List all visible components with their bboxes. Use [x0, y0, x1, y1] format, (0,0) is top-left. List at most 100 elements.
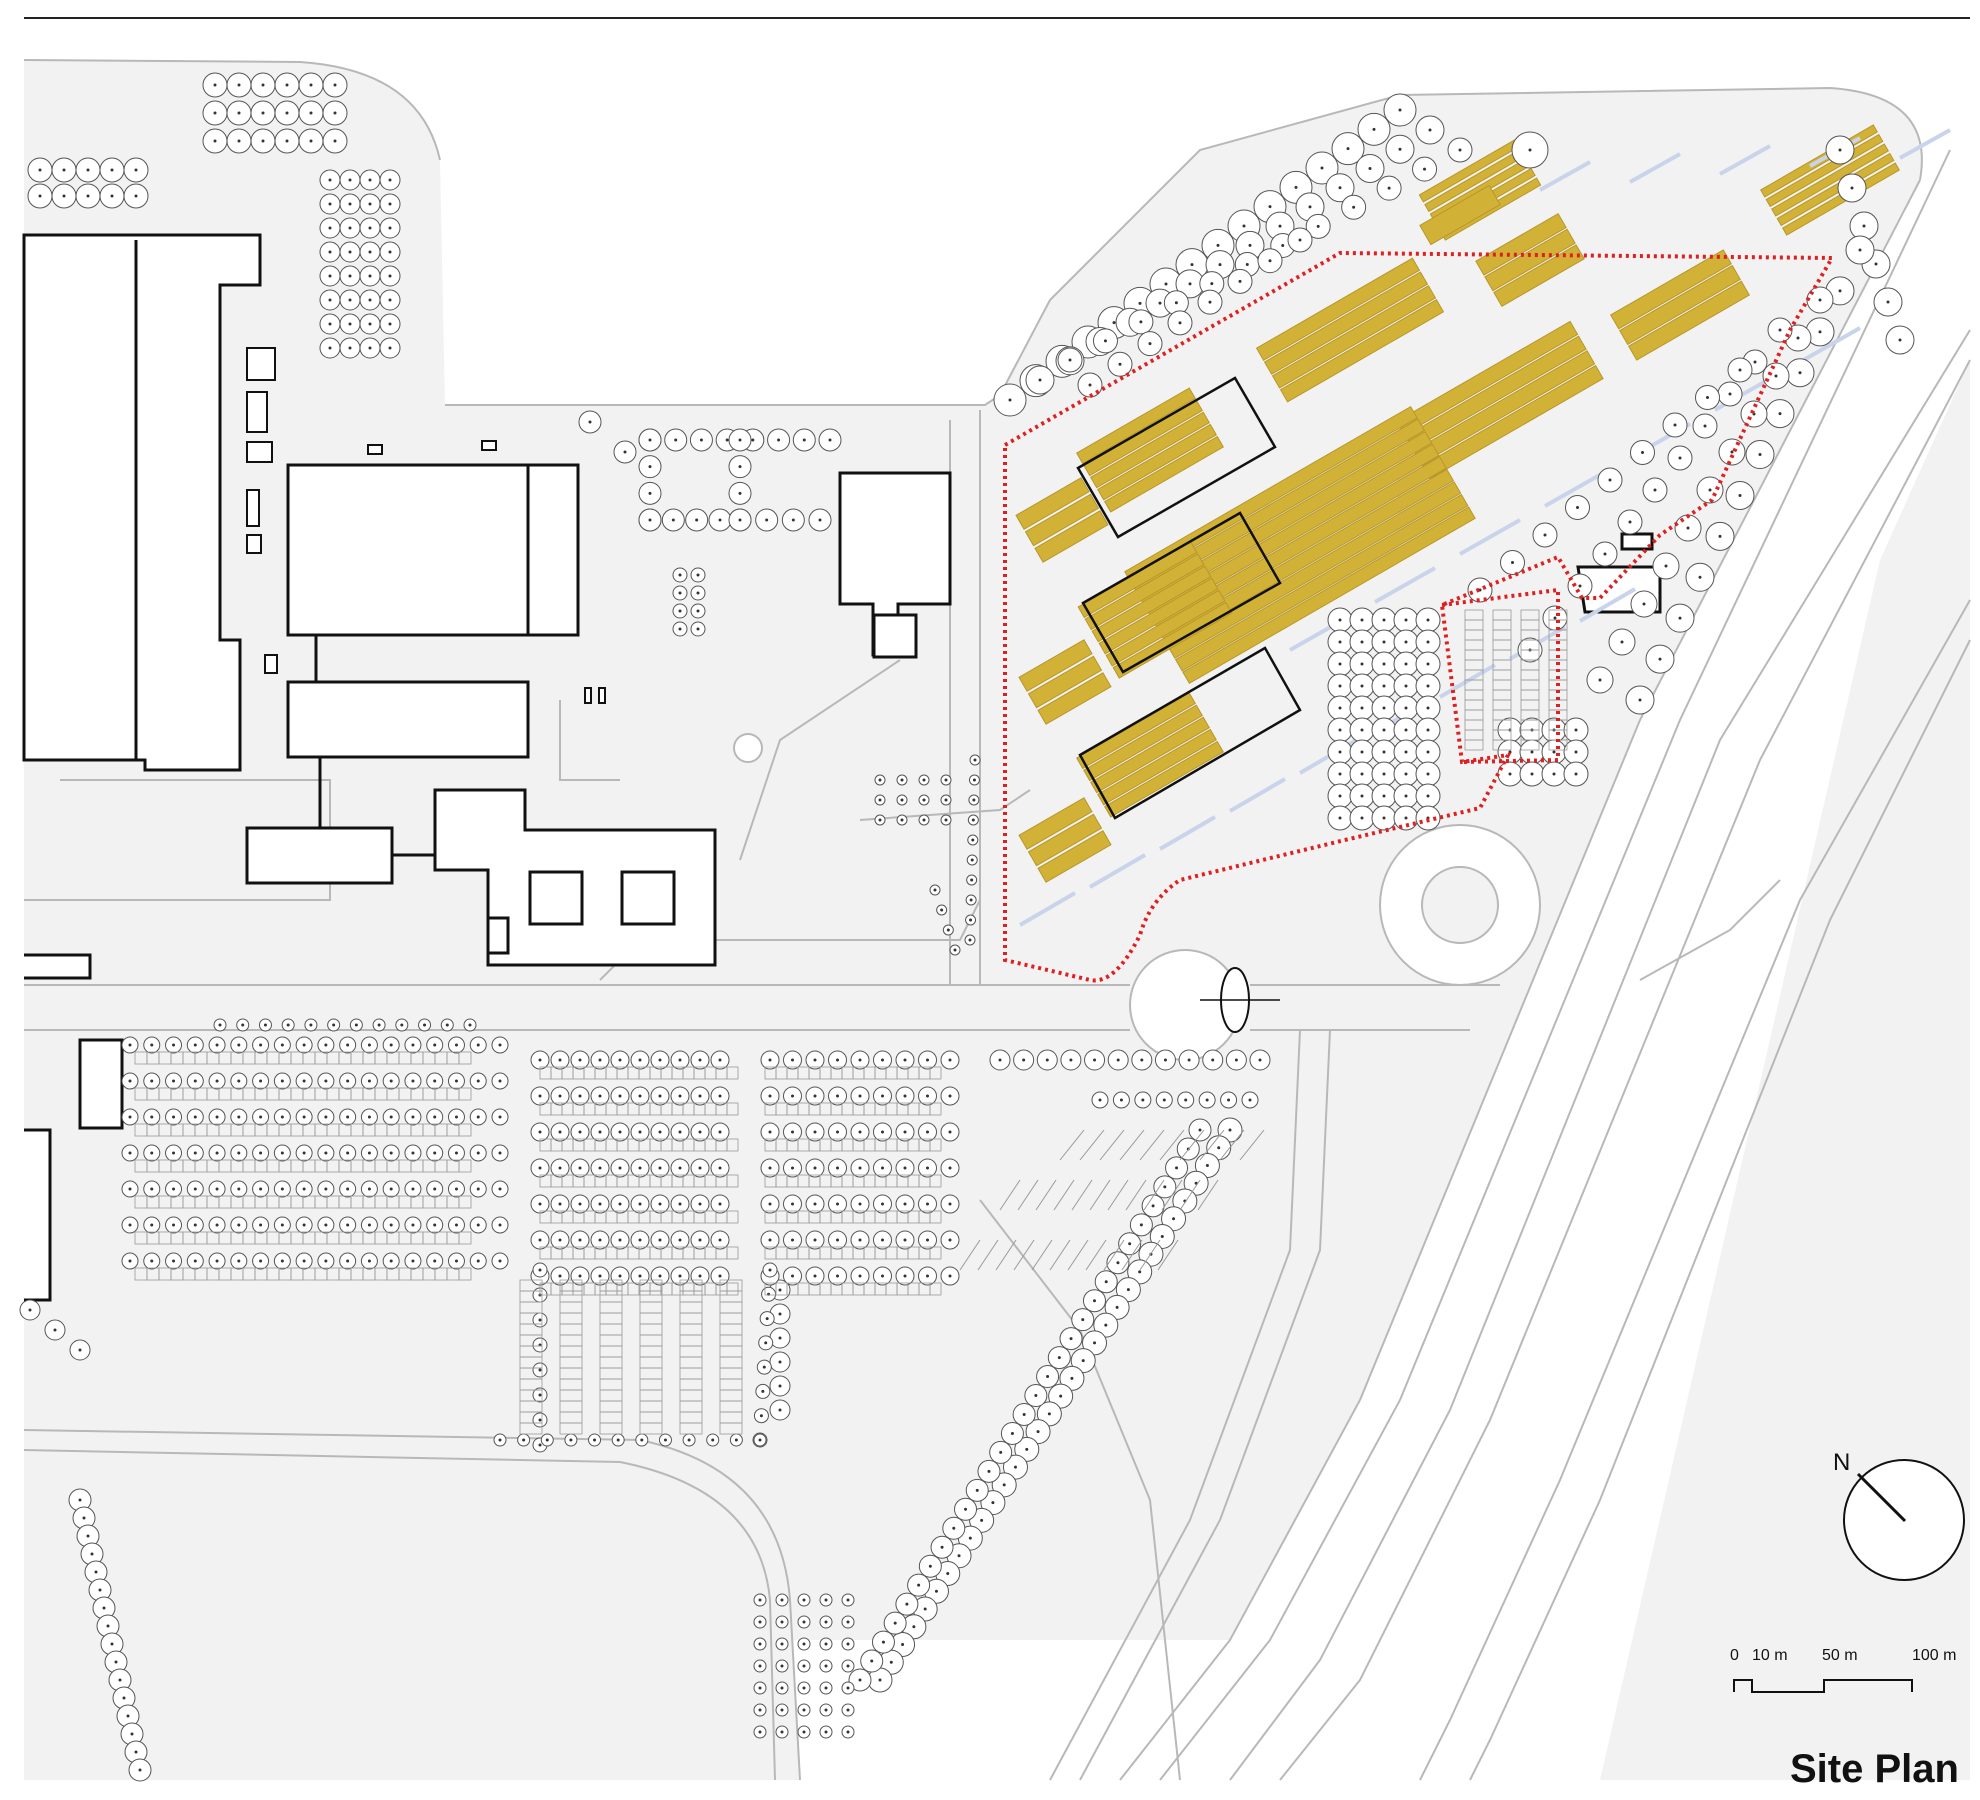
- tree-canopy-icon: [967, 834, 979, 846]
- parking-stall: [719, 1422, 743, 1435]
- tree-canopy-icon: [873, 1266, 892, 1286]
- tree-canopy-icon: [977, 1459, 1001, 1483]
- building-annex: [286, 680, 530, 759]
- tree-trunk: [893, 1621, 897, 1625]
- tree-canopy-icon: [128, 1758, 152, 1782]
- maintenance-path: [1018, 891, 1077, 927]
- tree-canopy-icon: [690, 1158, 710, 1178]
- tree-trunk: [658, 1238, 662, 1242]
- tree-canopy-icon: [208, 1072, 226, 1090]
- tree-trunk: [791, 1238, 794, 1242]
- tree-trunk: [846, 1642, 850, 1646]
- tree-canopy-icon: [769, 1375, 791, 1397]
- tree-canopy-icon: [661, 508, 685, 532]
- tree-trunk: [917, 1583, 921, 1587]
- tree-trunk: [324, 1151, 328, 1155]
- tree-trunk: [1382, 772, 1386, 776]
- tree-trunk: [328, 322, 332, 326]
- tree-canopy-icon: [1630, 590, 1658, 618]
- tree-trunk: [926, 1238, 929, 1242]
- tree-trunk: [903, 1202, 907, 1206]
- tree-trunk: [780, 1730, 784, 1734]
- tree-trunk: [922, 778, 926, 782]
- tree-canopy-icon: [753, 1615, 767, 1629]
- tree-canopy-icon: [339, 1180, 357, 1198]
- tree-trunk: [367, 1151, 371, 1155]
- tree-trunk: [333, 111, 337, 115]
- tree-trunk: [903, 1058, 907, 1062]
- tree-trunk: [846, 1620, 850, 1624]
- tree-canopy-icon: [491, 1252, 509, 1270]
- tree-canopy-icon: [1630, 440, 1655, 465]
- tree-trunk: [1838, 289, 1842, 293]
- tree-trunk: [696, 609, 700, 613]
- tree-canopy-icon: [775, 1703, 789, 1717]
- tree-canopy-icon: [1727, 357, 1753, 383]
- solar-array-outline: [1081, 511, 1282, 674]
- tree-canopy-icon: [630, 1086, 650, 1106]
- tree-canopy-icon: [319, 337, 341, 359]
- solar-panel-row: [1018, 639, 1093, 692]
- tree-canopy-icon: [1241, 1091, 1259, 1109]
- tree-trunk: [86, 194, 90, 198]
- tree-canopy-icon: [635, 1433, 649, 1447]
- tree-trunk: [348, 202, 352, 206]
- tree-trunk: [1228, 1128, 1232, 1132]
- tree-trunk: [411, 1079, 415, 1083]
- tree-trunk: [598, 1130, 602, 1134]
- tree-canopy-icon: [382, 1144, 400, 1162]
- tree-trunk: [348, 322, 352, 326]
- tree-trunk: [678, 1202, 682, 1206]
- scale-label-10m: 10 m: [1752, 1647, 1788, 1664]
- tree-canopy-icon: [1325, 173, 1355, 203]
- tree-trunk: [1338, 794, 1342, 798]
- tree-trunk: [1116, 1261, 1120, 1265]
- tree-canopy-icon: [530, 1086, 550, 1106]
- tree-trunk: [558, 1238, 562, 1242]
- tree-canopy-icon: [208, 1180, 226, 1198]
- tree-trunk: [926, 1130, 929, 1134]
- tree-trunk: [758, 1730, 762, 1734]
- tree-canopy-icon: [611, 1433, 625, 1447]
- tree-trunk: [1128, 1242, 1132, 1246]
- tree-trunk: [1398, 108, 1402, 112]
- tree-canopy-icon: [896, 814, 908, 826]
- tree-canopy-icon: [69, 1339, 91, 1361]
- tree-trunk: [678, 1274, 682, 1278]
- tree-trunk: [824, 1664, 828, 1668]
- tree-trunk: [538, 1443, 542, 1447]
- tree-canopy-icon: [630, 1194, 650, 1214]
- tree-trunk: [671, 518, 675, 522]
- tree-canopy-icon: [907, 1573, 931, 1597]
- tree-canopy-icon: [1497, 761, 1523, 787]
- tree-canopy-icon: [1178, 1049, 1200, 1071]
- tree-trunk: [1798, 371, 1802, 375]
- tree-canopy-icon: [469, 1252, 487, 1270]
- solar-panel-row: [1076, 387, 1196, 465]
- tree-trunk: [368, 346, 372, 350]
- maintenance-path: [1544, 470, 1606, 508]
- tree-canopy-icon: [317, 1216, 335, 1234]
- tree-canopy-icon: [121, 1036, 139, 1054]
- tree-trunk: [215, 1187, 219, 1191]
- tree-canopy-icon: [1393, 739, 1419, 765]
- tree-canopy-icon: [1059, 1365, 1085, 1391]
- tree-canopy-icon: [670, 1266, 690, 1286]
- tree-canopy-icon: [359, 289, 381, 311]
- tree-trunk: [698, 1166, 702, 1170]
- tree-trunk: [213, 111, 217, 115]
- tree-canopy-icon: [1092, 328, 1118, 354]
- tree-canopy-icon: [298, 128, 324, 154]
- scale-label-100m: 100 m: [1912, 1647, 1956, 1664]
- roundabouts: [733, 733, 1541, 1061]
- tree-canopy-icon: [230, 1072, 248, 1090]
- tree-canopy-icon: [274, 128, 300, 154]
- tree-trunk: [215, 1223, 219, 1227]
- tree-canopy-icon: [123, 183, 149, 209]
- tree-trunk: [1404, 618, 1408, 622]
- tree-trunk: [237, 1043, 241, 1047]
- tree-canopy-icon: [775, 1593, 789, 1607]
- tree-trunk: [218, 1023, 222, 1027]
- tree-canopy-icon: [690, 621, 706, 637]
- tree-canopy-icon: [769, 1399, 791, 1421]
